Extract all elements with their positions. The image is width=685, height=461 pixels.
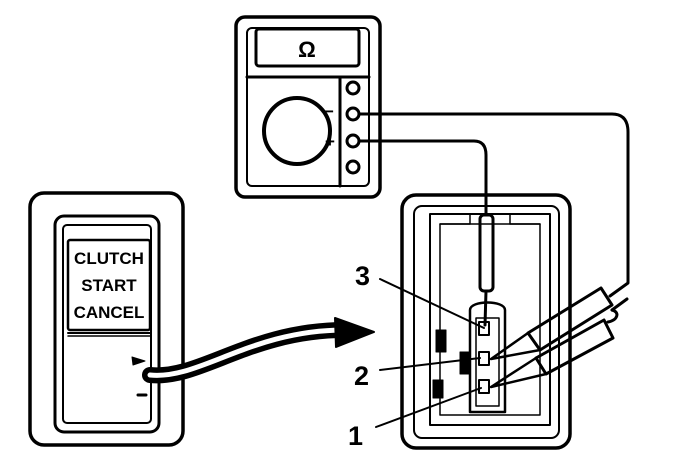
clutch-start-cancel-switch — [28, 191, 185, 447]
switch-label-line1: CLUTCH — [74, 249, 144, 268]
callout-3: 3 — [355, 261, 370, 291]
callout-1: 1 — [348, 421, 363, 451]
direction-arrow — [142, 317, 375, 384]
switch-label-line3: CANCEL — [74, 303, 145, 322]
terminal-4 — [345, 159, 361, 175]
switch-connector — [400, 193, 572, 450]
meter-display — [254, 27, 361, 68]
switch-label-line2: START — [81, 276, 137, 295]
ohmmeter — [234, 15, 382, 199]
minus-sign: − — [324, 102, 334, 121]
terminal-plus — [345, 133, 361, 149]
test-leads — [357, 112, 630, 389]
terminal-minus — [345, 106, 361, 122]
terminal-1 — [345, 80, 361, 96]
callout-leaders — [375, 278, 485, 428]
ohm-symbol: Ω — [298, 37, 316, 62]
pin-1 — [478, 379, 490, 394]
plus-sign: + — [325, 132, 335, 151]
meter-dial — [262, 96, 332, 166]
switch-label-plate — [66, 238, 152, 332]
callout-2: 2 — [354, 361, 369, 391]
